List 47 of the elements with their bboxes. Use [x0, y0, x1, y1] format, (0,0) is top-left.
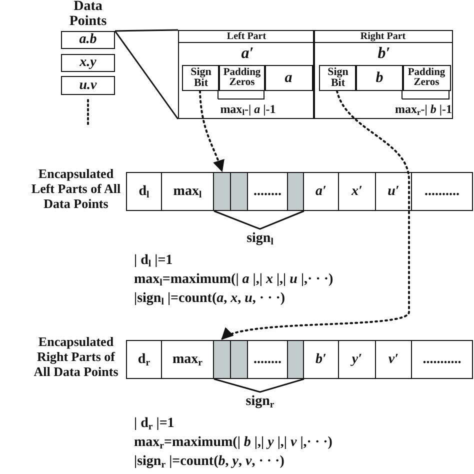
- field-cell: y′: [338, 340, 376, 379]
- dimension-label: max$_{l}$-| a |-1: [219, 103, 277, 116]
- formula: | d$_{l}$ |=1: [134, 254, 174, 269]
- row-caption: Encapsulated Right Parts of All Data Points: [32, 334, 120, 379]
- part-symbol: b′: [376, 46, 392, 63]
- shaded-cell: [213, 340, 231, 379]
- data-point-box: x.y: [61, 54, 115, 72]
- dimension-label: max$_{r}$-| b |-1: [394, 103, 452, 116]
- field-cell: d$_{r}$: [126, 340, 162, 379]
- left-part-box: [178, 30, 315, 119]
- field-cell: v′: [375, 340, 412, 379]
- value-cell: b: [355, 65, 404, 91]
- part-header: Right Part: [314, 31, 452, 43]
- row-caption: Encapsulated Left Parts of All Data Points: [30, 166, 122, 211]
- formula: max$_{r}$=maximum(| b |,| y |,| v |,· · ·): [134, 436, 334, 451]
- part-header: Left Part: [179, 31, 314, 43]
- part-symbol: a′: [240, 46, 255, 63]
- formula: |sign$_{r}$ |=count(b, y, v, · · ·): [134, 455, 286, 470]
- shaded-cell: [230, 340, 248, 379]
- heading: Data Points: [68, 0, 108, 30]
- bracket-label: sign$_{r}$: [244, 395, 276, 410]
- shaded-cell: [213, 172, 231, 211]
- field-cell: ...........: [411, 340, 473, 379]
- shaded-cell: [287, 340, 304, 379]
- field-cell: a′: [303, 172, 339, 211]
- padding-zeros-cell: Padding Zeros: [218, 65, 266, 91]
- dotted-arrow: [220, 90, 410, 340]
- formula: | d$_{r}$ |=1: [134, 417, 176, 432]
- zoom-line: [114, 29, 179, 120]
- right-part-box: [313, 30, 453, 119]
- field-cell: ..........: [411, 172, 473, 211]
- bracket-label: sign$_{l}$: [246, 232, 274, 247]
- field-cell: b′: [303, 340, 339, 379]
- sign-bit-cell: Sign Bit: [182, 65, 220, 91]
- shaded-cell: [287, 172, 304, 211]
- padding-zeros-cell: Padding Zeros: [402, 65, 451, 91]
- formula: |sign$_{l}$ |=count(a, x, u, · · ·): [134, 292, 286, 307]
- data-point-box: a.b: [61, 31, 115, 49]
- formula: max$_{l}$=maximum(| a |,| x |,| u |,· · ·): [134, 273, 334, 288]
- dotted-arrow: [199, 90, 224, 172]
- field-cell: u′: [375, 172, 412, 211]
- value-cell: a: [264, 65, 313, 91]
- field-cell: x′: [338, 172, 376, 211]
- data-point-box: u.v: [61, 76, 115, 95]
- shaded-cell: [230, 172, 248, 211]
- sign-bit-cell: Sign Bit: [319, 65, 357, 91]
- field-cell: d$_{l}$: [126, 172, 162, 211]
